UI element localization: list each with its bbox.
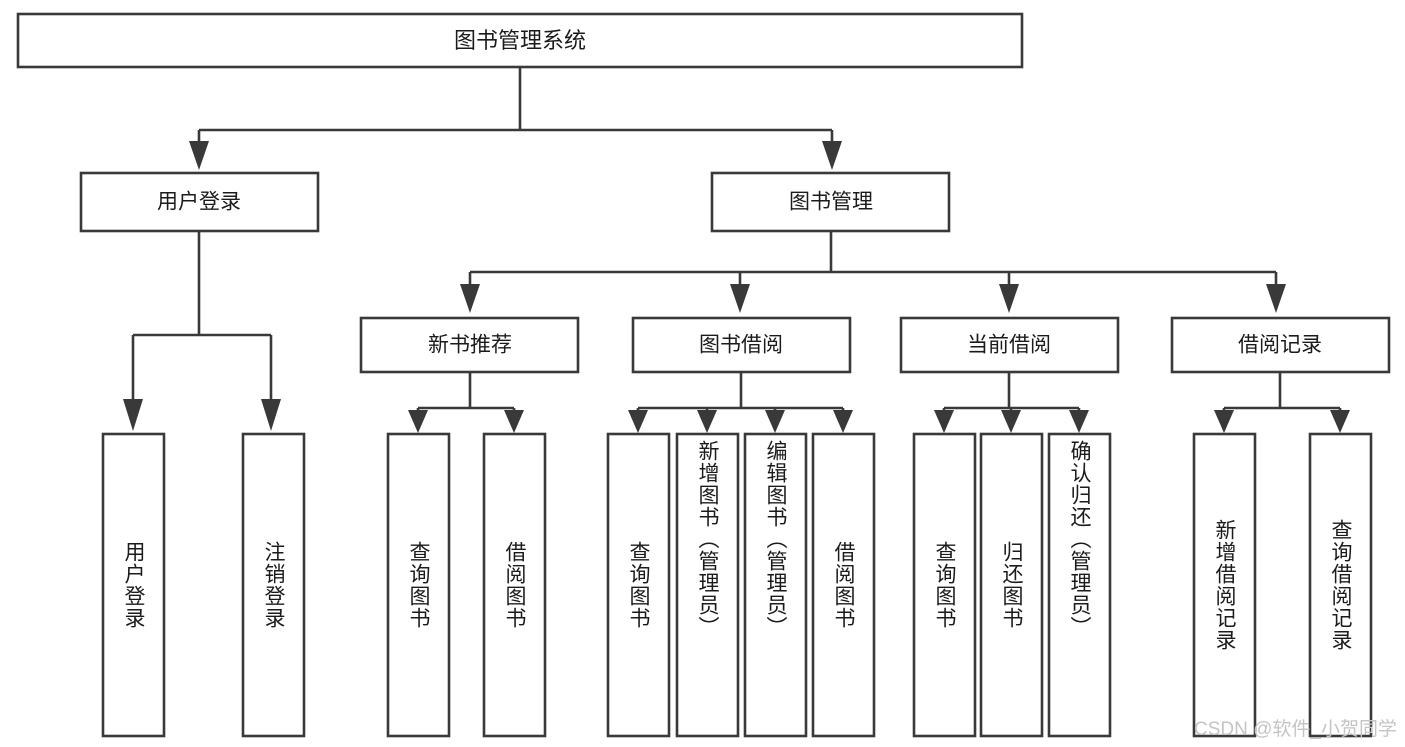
arrow-new-book-leaf-1	[408, 410, 428, 433]
node-root-box[interactable]	[16, 12, 1024, 69]
leaf-box-borrow-edit[interactable]	[743, 432, 808, 738]
watermark-text: CSDN @软件_小贺同学	[1194, 719, 1397, 740]
connector-borrow-records-bus	[1222, 372, 1342, 414]
arrow-new-book-leaf-2	[504, 410, 524, 433]
arrow-book-borrow-leaf-1	[628, 410, 648, 433]
connector-root-bus	[197, 67, 834, 145]
arrow-book-borrow-leaf-4	[833, 410, 853, 433]
arrow-book-borrow-leaf-3	[765, 410, 785, 433]
arrow-to-borrow-records	[1266, 284, 1286, 313]
connector-book-manage-bus	[468, 231, 1278, 288]
arrow-to-book-borrow	[730, 284, 750, 313]
leaf-box-newbook-query[interactable]	[386, 432, 451, 738]
leaf-box-borrow-lend[interactable]	[811, 432, 876, 738]
arrow-root-to-user-login	[189, 141, 209, 170]
leaf-box-records-add[interactable]	[1192, 432, 1257, 738]
arrow-current-borrow-leaf-3	[1069, 410, 1089, 433]
connector-user-login-bus	[131, 231, 273, 403]
node-current-borrow-box[interactable]	[899, 316, 1120, 374]
leaf-box-borrow-query[interactable]	[606, 432, 671, 738]
node-book-borrow-label: 图书借阅	[699, 334, 783, 357]
leaf-box-records-query[interactable]	[1308, 432, 1373, 738]
node-user-login-label: 用户登录	[157, 191, 241, 214]
leaf-box-current-return[interactable]	[979, 432, 1044, 738]
leaf-box-newbook-borrow[interactable]	[482, 432, 547, 738]
node-current-borrow-label: 当前借阅	[967, 334, 1051, 357]
leaf-box-current-confirm[interactable]	[1047, 432, 1112, 738]
arrow-borrow-records-leaf-2	[1330, 410, 1350, 433]
arrow-user-login-leaf-2	[261, 399, 281, 431]
node-user-login-box[interactable]	[79, 171, 320, 233]
arrow-borrow-records-leaf-1	[1214, 410, 1234, 433]
connector-new-book-bus	[416, 372, 516, 414]
arrow-root-to-book-manage	[822, 141, 842, 170]
leaf-box-user-login[interactable]	[101, 432, 166, 738]
arrow-user-login-leaf-1	[123, 399, 143, 431]
arrow-book-borrow-leaf-2	[697, 410, 717, 433]
node-root-label: 图书管理系统	[454, 28, 586, 53]
node-borrow-records-label: 借阅记录	[1238, 334, 1322, 357]
arrow-current-borrow-leaf-2	[1001, 410, 1021, 433]
leaf-box-current-query[interactable]	[912, 432, 977, 738]
leaf-box-logout[interactable]	[241, 432, 306, 738]
node-book-manage-label: 图书管理	[789, 191, 873, 214]
leaf-box-borrow-add[interactable]	[675, 432, 740, 738]
arrow-current-borrow-leaf-1	[934, 410, 954, 433]
node-new-book-box[interactable]	[359, 316, 580, 374]
connector-book-borrow-bus	[636, 372, 845, 414]
node-new-book-label: 新书推荐	[428, 334, 512, 357]
connector-current-borrow-bus	[942, 372, 1081, 414]
arrow-to-new-book	[460, 284, 480, 313]
arrow-to-current-borrow	[999, 284, 1019, 313]
